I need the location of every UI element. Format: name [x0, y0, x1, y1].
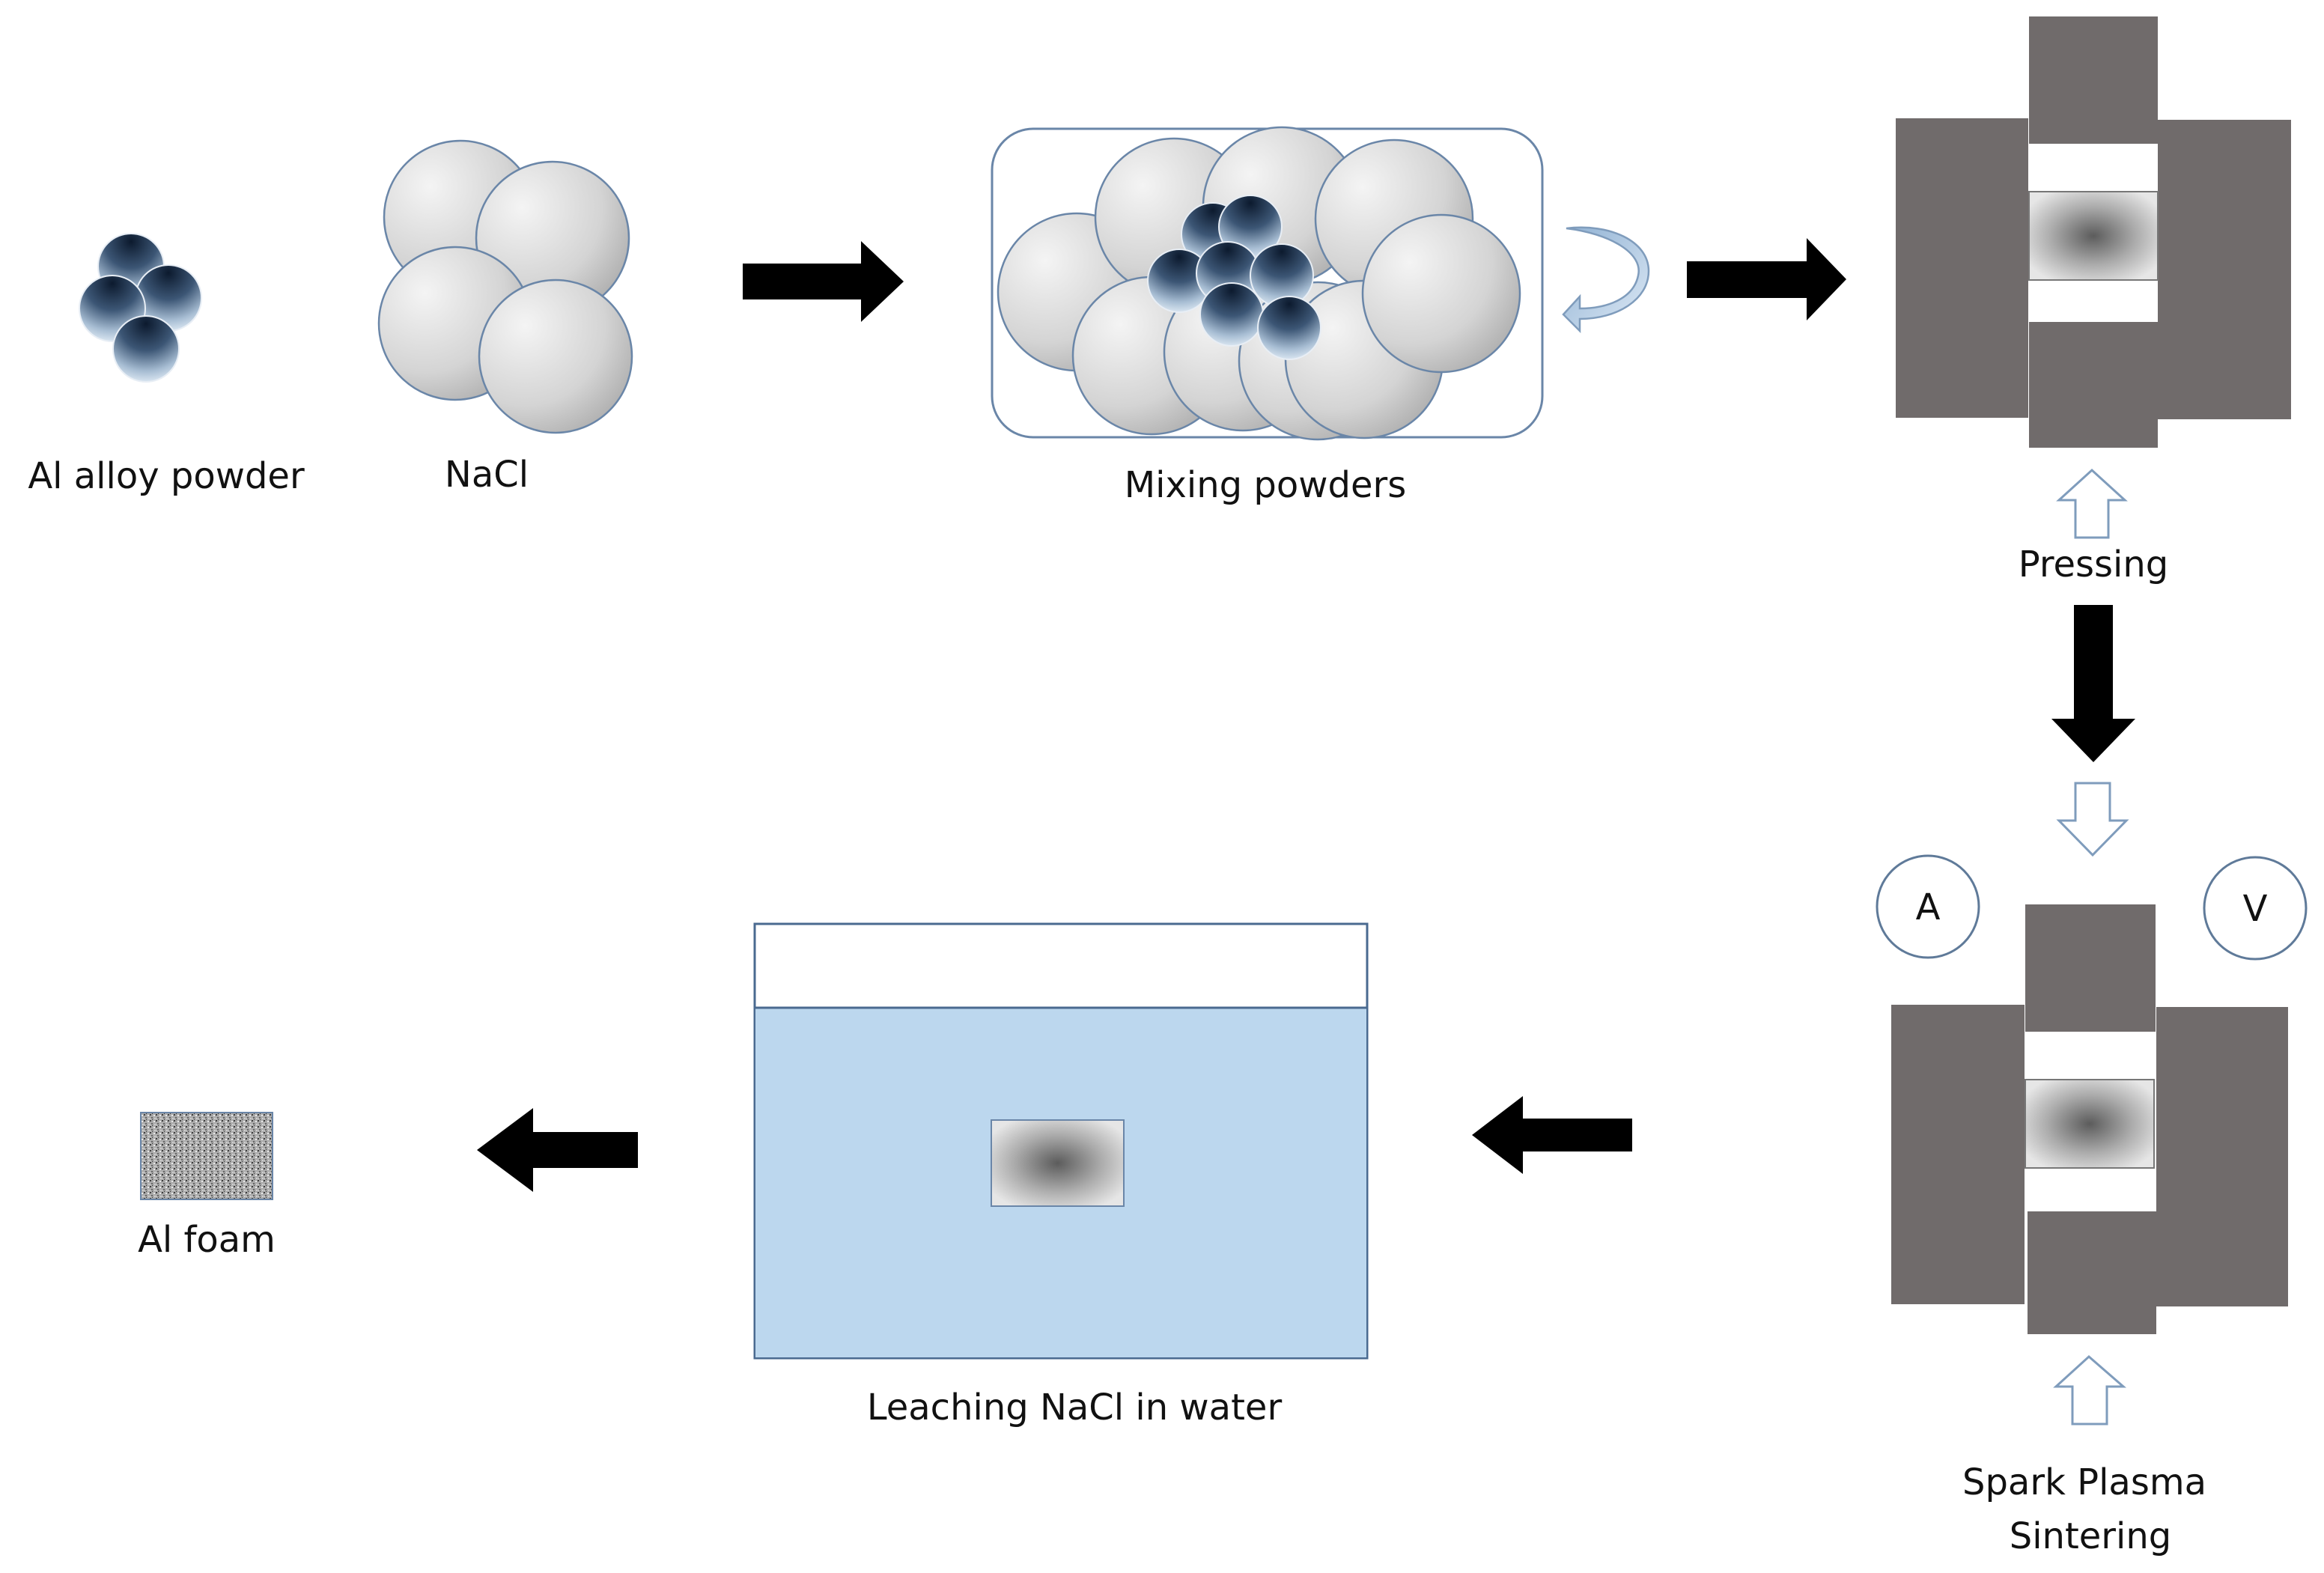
arrow-left-icon: [1472, 1096, 1632, 1174]
ammeter-label: A: [1916, 886, 1941, 928]
al-foam-icon: [140, 1112, 273, 1200]
mixing-container-icon: [991, 126, 1544, 441]
ammeter-icon: A: [1876, 854, 1980, 959]
voltmeter-icon: V: [2203, 856, 2308, 961]
label-sps-line2: Sintering: [2010, 1515, 2172, 1557]
leaching-tank-icon: [753, 922, 1369, 1360]
nacl-icon: [377, 139, 633, 434]
rotation-icon: [1562, 226, 1650, 334]
pressing-die-icon: [1896, 16, 2291, 448]
label-nacl: NaCl: [445, 454, 529, 496]
arrow-left-icon: [477, 1108, 638, 1192]
arrow-right-icon: [1687, 238, 1846, 320]
label-sps-line1: Spark Plasma: [1962, 1461, 2206, 1503]
al-alloy-powder-icon: [79, 233, 202, 383]
label-al-alloy-powder: Al alloy powder: [28, 455, 305, 497]
voltmeter-label: V: [2243, 888, 2268, 930]
label-al-foam: Al foam: [138, 1219, 276, 1261]
press-arrow-down-icon: [2056, 782, 2129, 857]
arrow-right-icon: [743, 241, 904, 322]
sps-arrow-up-icon: [2053, 1354, 2127, 1426]
label-mixing-powders: Mixing powders: [1125, 464, 1406, 506]
label-leaching: Leaching NaCl in water: [867, 1387, 1283, 1429]
arrow-down-icon: [2051, 605, 2135, 762]
press-arrow-up-icon: [2056, 468, 2128, 539]
sps-die-icon: [1891, 904, 2288, 1334]
label-pressing: Pressing: [2019, 544, 2169, 585]
